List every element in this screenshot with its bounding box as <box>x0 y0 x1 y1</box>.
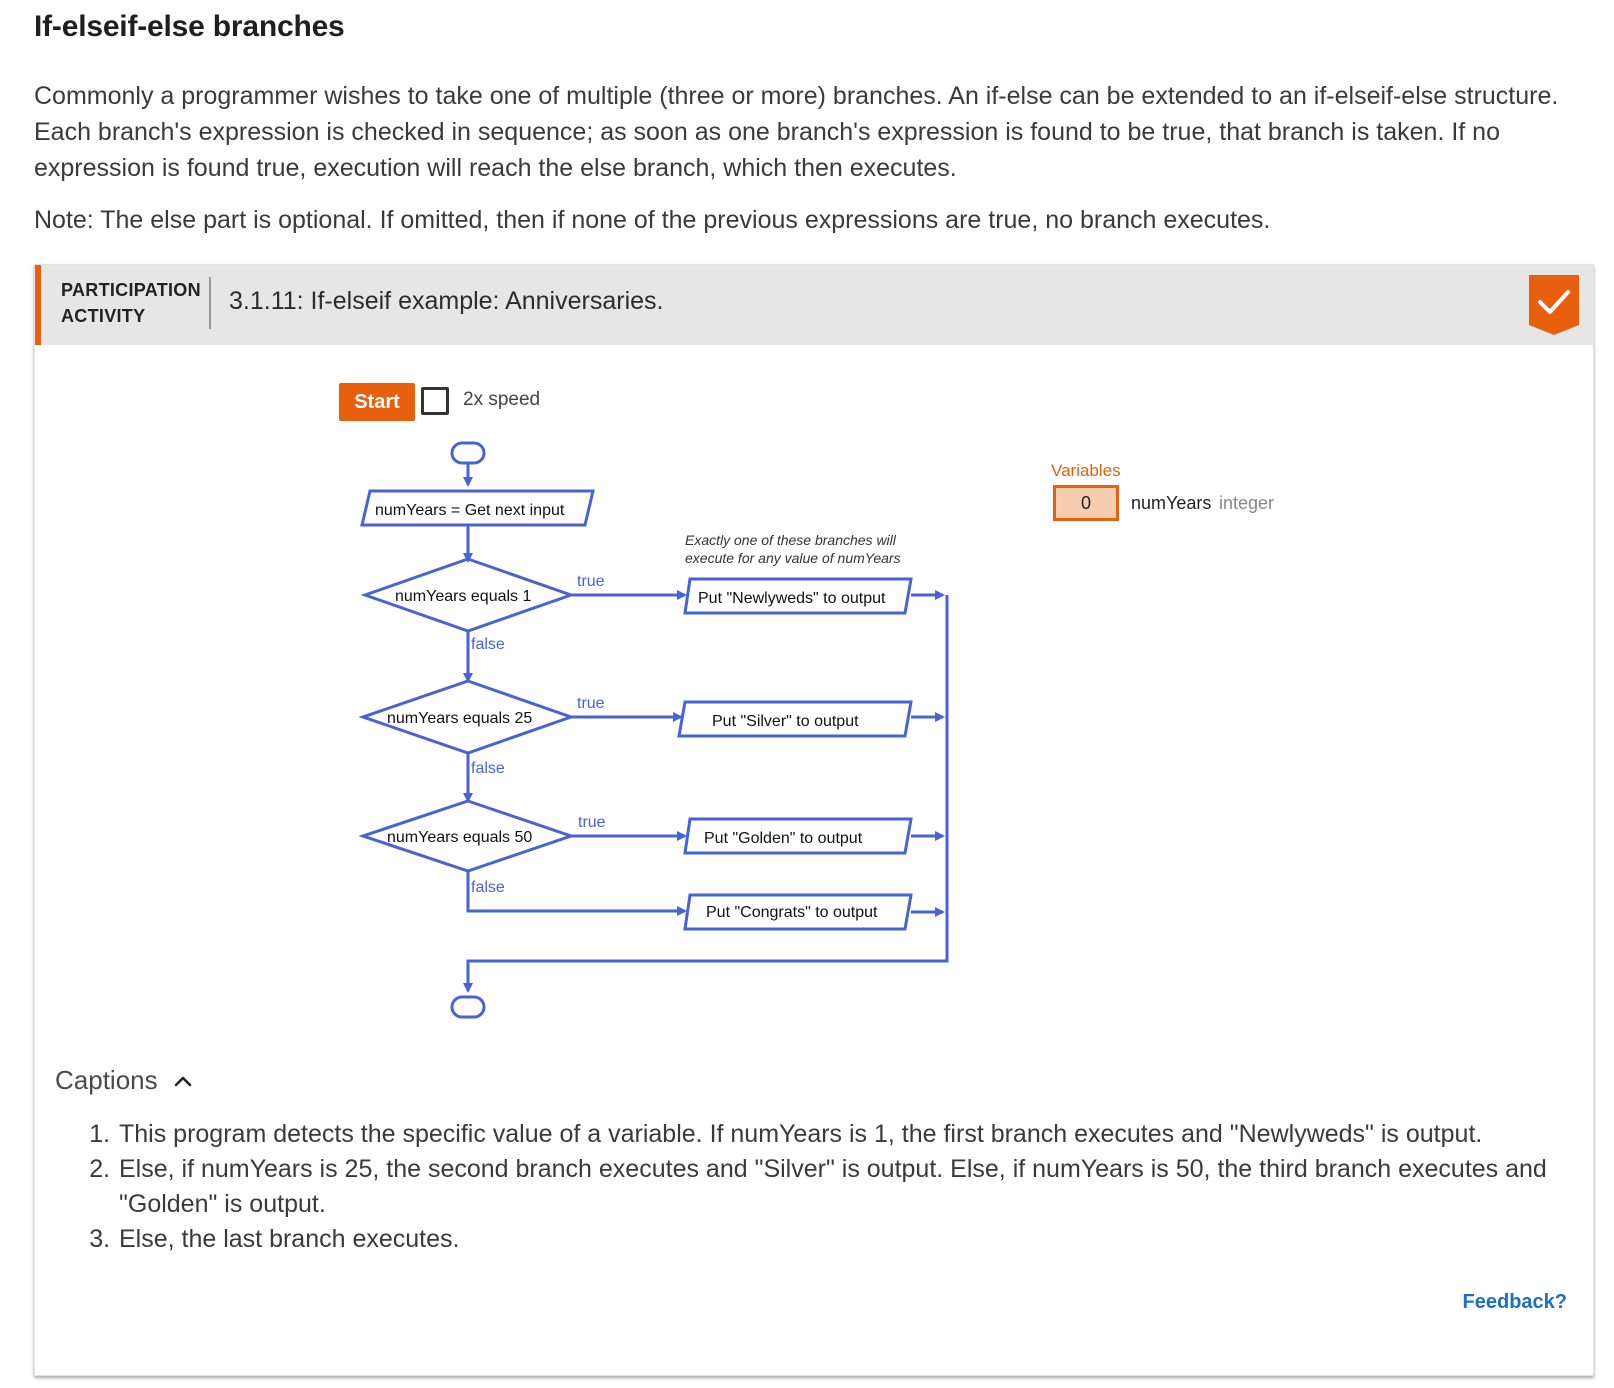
input-node-label: numYears = Get next input <box>375 502 565 519</box>
decision-3-false-label: false <box>471 879 505 896</box>
end-terminal <box>450 995 486 1019</box>
branch-note-line1: Exactly one of these branches will <box>685 532 897 548</box>
speed-checkbox[interactable] <box>421 387 449 415</box>
intro-paragraph: Commonly a programmer wishes to take one… <box>34 82 1559 182</box>
chevron-up-icon[interactable] <box>173 1071 193 1091</box>
caption-item: This program detects the specific value … <box>117 1117 1557 1152</box>
decision-2-false-label: false <box>471 760 505 777</box>
action-3-label: Put "Golden" to output <box>704 830 863 847</box>
activity-title: 3.1.11: If-elseif example: Anniversaries… <box>229 287 664 315</box>
participation-activity: PARTICIPATION ACTIVITY 3.1.11: If-elseif… <box>34 264 1594 1376</box>
action-1-label: Put "Newlyweds" to output <box>698 590 886 607</box>
captions-toggle[interactable]: Captions <box>55 1065 158 1095</box>
input-node-shape <box>360 489 595 527</box>
speed-label: 2x speed <box>463 389 541 410</box>
action-2-label: Put "Silver" to output <box>712 713 859 730</box>
branch-note-line2: execute for any value of numYears <box>685 550 901 566</box>
action-2-shape <box>677 700 913 738</box>
caption-item: Else, if numYears is 25, the second bran… <box>117 1152 1557 1222</box>
decision-2-true-label: true <box>577 695 605 712</box>
activity-type-line2: ACTIVITY <box>61 306 146 326</box>
decision-1-true-label: true <box>577 573 605 590</box>
decision-1-false-label: false <box>471 636 505 653</box>
flowchart-diagram: numYears = Get next input numYears equal… <box>358 441 949 1019</box>
section-title: If-elseif-else branches <box>34 10 345 43</box>
note-paragraph: Note: The else part is optional. If omit… <box>34 206 1271 234</box>
activity-type-line1: PARTICIPATION <box>61 280 201 300</box>
activity-type-label: PARTICIPATION ACTIVITY <box>61 277 201 329</box>
start-terminal <box>450 441 486 465</box>
action-3-shape <box>683 817 913 855</box>
decision-3-label: numYears equals 50 <box>387 829 532 846</box>
variables-heading: Variables <box>1051 461 1121 480</box>
variable-type: integer <box>1219 493 1275 513</box>
variable-value: 0 <box>1053 485 1119 521</box>
action-else-shape <box>683 893 913 931</box>
action-else-label: Put "Congrats" to output <box>706 904 878 921</box>
captions-list: This program detects the specific value … <box>91 1117 1557 1257</box>
header-divider <box>209 277 211 329</box>
start-button[interactable]: Start <box>339 383 415 421</box>
action-1-shape <box>683 577 913 615</box>
decision-1-label: numYears equals 1 <box>395 588 531 605</box>
activity-header: PARTICIPATION ACTIVITY 3.1.11: If-elseif… <box>35 265 1593 345</box>
caption-item: Else, the last branch executes. <box>117 1222 1557 1257</box>
decision-2-label: numYears equals 25 <box>387 710 532 727</box>
feedback-link[interactable]: Feedback? <box>1462 1291 1567 1313</box>
completion-check-icon <box>1529 275 1579 335</box>
variable-name: numYears <box>1131 493 1212 513</box>
decision-3-true-label: true <box>578 814 606 831</box>
